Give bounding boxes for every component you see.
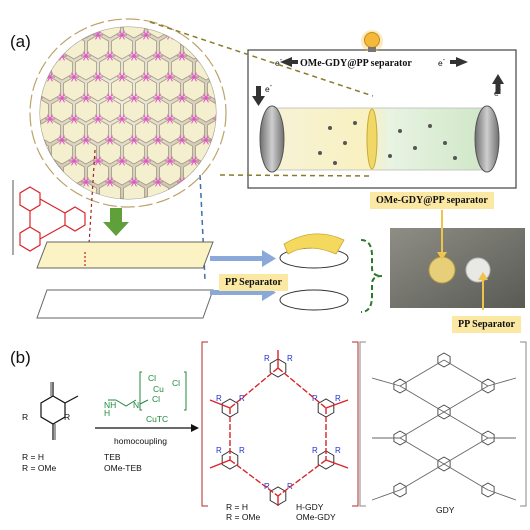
svg-text:R: R xyxy=(216,446,222,455)
svg-text:R: R xyxy=(239,446,245,455)
gdy-sphere-illustration xyxy=(29,18,227,208)
left-arrow-icon xyxy=(280,57,298,67)
ome-gdy-label: OMe-GDY xyxy=(296,512,336,522)
photo-separators xyxy=(390,228,525,308)
catalyst-cl-2: Cl xyxy=(172,378,181,388)
panel-a-label: (a) xyxy=(10,32,31,51)
svg-text:R: R xyxy=(216,394,222,403)
catalyst-nh: NH xyxy=(104,400,117,410)
lightbulb-icon xyxy=(361,30,383,52)
electron-arrows xyxy=(252,57,504,106)
svg-text:R: R xyxy=(287,354,293,363)
h-gdy-label: H-GDY xyxy=(296,502,324,512)
up-arrow-icon xyxy=(492,74,504,94)
catalyst-structure xyxy=(108,371,187,411)
photo-pp-separator-label: PP Separator xyxy=(452,316,521,333)
ome-gdy-pp-separator-box: OMe-GDY@PP separator xyxy=(370,192,494,209)
product-r-equals-ome: R = OMe xyxy=(226,512,261,522)
battery-circuit xyxy=(247,30,517,189)
svg-text:R: R xyxy=(312,394,318,403)
green-down-arrow xyxy=(103,208,129,236)
right-arrow-icon xyxy=(450,57,468,67)
teb-label: TEB xyxy=(104,452,121,462)
green-bracket xyxy=(360,239,383,313)
catalyst-h: H xyxy=(104,408,111,418)
ome-teb-label: OMe-TEB xyxy=(104,463,142,473)
photo-arrows xyxy=(437,210,488,310)
product-r-equals-h: R = H xyxy=(226,502,248,512)
monomer-r-right: R xyxy=(64,412,71,422)
svg-text:R: R xyxy=(264,482,270,491)
homocoupling-label: homocoupling xyxy=(114,436,167,446)
gdy-label: GDY xyxy=(436,505,455,515)
catalyst-cu: Cu xyxy=(153,384,164,394)
separator-discs xyxy=(279,233,349,311)
electron-label-left: e- xyxy=(275,56,283,68)
electron-label-right: e- xyxy=(438,56,446,68)
svg-text:R: R xyxy=(335,446,341,455)
catalyst-n: N xyxy=(133,400,140,410)
electron-label-down: e- xyxy=(265,82,273,94)
monomer-structure xyxy=(40,382,79,440)
circuit-separator-label: OMe-GDY@PP separator xyxy=(300,58,412,69)
r-equals-ome-label: R = OMe xyxy=(22,463,57,473)
svg-text:R: R xyxy=(312,446,318,455)
monomer-r-left: R xyxy=(22,412,29,422)
svg-text:R: R xyxy=(264,354,270,363)
red-molecule-fragment xyxy=(12,180,86,255)
svg-text:R: R xyxy=(335,394,341,403)
catalyst-cl-3: Cl xyxy=(152,394,161,404)
r-equals-h-label: R = H xyxy=(22,452,44,462)
separator-sheets xyxy=(36,241,214,319)
panel-b-label: (b) xyxy=(10,348,31,367)
reaction-arrow xyxy=(95,424,199,432)
catalyst-cl-1: Cl xyxy=(148,373,157,383)
pp-separator-label: PP Separator xyxy=(219,274,288,291)
cutc-label: CuTC xyxy=(146,414,169,424)
svg-text:R: R xyxy=(239,394,245,403)
down-arrow-icon xyxy=(252,86,265,106)
